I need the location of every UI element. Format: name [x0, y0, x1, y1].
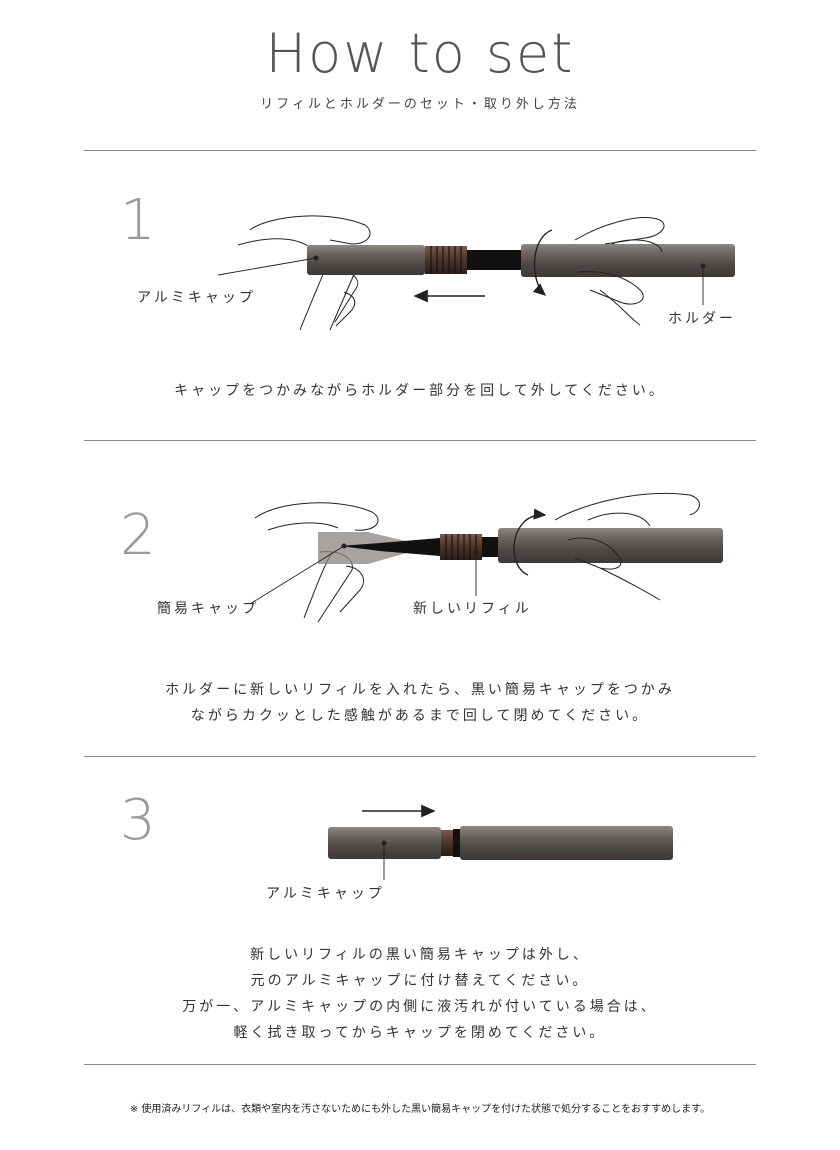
step-number: 1 — [120, 188, 156, 253]
step-3-illustration — [328, 804, 673, 880]
aluminum-cap — [307, 245, 425, 275]
description-line: 元のアルミキャップに付け替えてください。 — [250, 973, 590, 989]
refill-body — [467, 250, 522, 270]
refill-grip — [440, 534, 482, 560]
step-2-illustration — [249, 492, 723, 623]
refill-tip — [340, 538, 440, 556]
new-refill-label: 新しいリフィル — [413, 601, 532, 617]
page-subtitle: リフィルとホルダーのセット・取り外し方法 — [260, 97, 580, 112]
step-3-description: 新しいリフィルの黒い簡易キャップは外し、 元のアルミキャップに付け替えてください… — [0, 942, 840, 1046]
description-line: ホルダーに新しいリフィルを入れたら、黒い簡易キャップをつかみ — [165, 682, 675, 698]
description-line: 万が一、アルミキャップの内側に液汚れが付いている場合は、 — [182, 999, 658, 1015]
page-title: How to set — [265, 22, 575, 85]
description-line: ながらカクッとした感触があるまで回して閉めてください。 — [190, 708, 650, 724]
description-line: 軽く拭き取ってからキャップを閉めてください。 — [233, 1025, 607, 1041]
rotate-arrow-icon — [513, 508, 547, 576]
holder-body — [521, 244, 735, 277]
step-1-illustration — [217, 215, 735, 331]
refill-grip — [425, 246, 467, 274]
footnote: ※ 使用済みリフィルは、衣類や室内を汚さないためにも外した黒い簡易キャップを付け… — [129, 1104, 711, 1115]
divider — [84, 440, 756, 441]
right-hand-icon — [574, 217, 665, 326]
step-2-description: ホルダーに新しいリフィルを入れたら、黒い簡易キャップをつかみ ながらカクッとした… — [0, 677, 840, 729]
divider — [84, 756, 756, 757]
simple-cap-label: 簡易キャップ — [157, 601, 259, 617]
holder-body — [460, 826, 673, 860]
rotate-arrow-icon — [532, 229, 553, 296]
cap-label: アルミキャップ — [266, 886, 385, 902]
holder-label: ホルダー — [668, 311, 736, 327]
right-hand-icon — [554, 492, 700, 601]
step-number: 3 — [120, 788, 156, 853]
description-line: キャップをつかみながらホルダー部分を回して外してください。 — [174, 383, 666, 399]
step-1-description: キャップをつかみながらホルダー部分を回して外してください。 — [0, 378, 840, 404]
divider — [84, 1064, 756, 1065]
cap-label: アルミキャップ — [137, 290, 256, 306]
holder-body — [498, 528, 723, 563]
description-line: 新しいリフィルの黒い簡易キャップは外し、 — [250, 947, 590, 963]
step-number: 2 — [120, 503, 156, 568]
divider — [84, 150, 756, 151]
